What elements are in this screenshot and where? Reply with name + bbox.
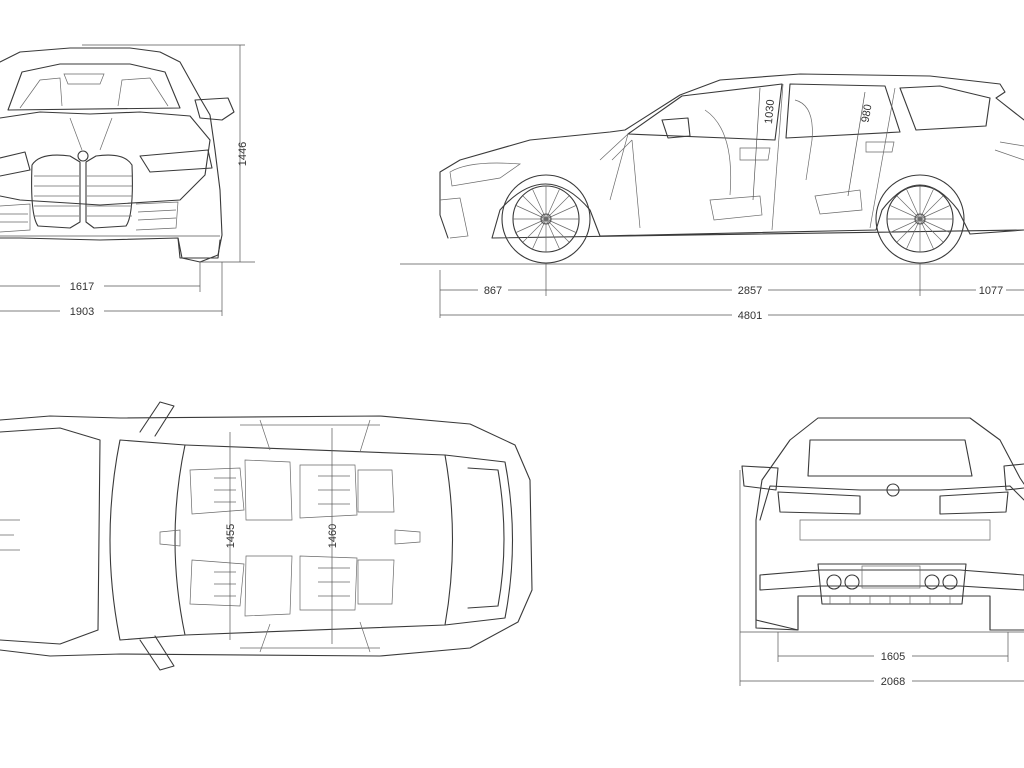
top-view [0,401,533,671]
side-view [400,73,1024,318]
length-label: 4801 [738,310,762,322]
height-label: 1446 [237,142,249,166]
front-track-label: 1617 [70,281,94,293]
front-wheel [501,174,591,264]
front-headroom-label: 1030 [763,99,777,124]
rear-view [739,417,1024,686]
rear-badge-icon [886,483,900,497]
front-badge-icon [77,150,89,162]
rear-shoulder-label: 1460 [327,524,339,548]
front-shoulder-label: 1455 [225,524,237,548]
mirror-width-label: 2068 [881,676,905,688]
rear-track-label: 1605 [881,651,905,663]
width-label: 1903 [70,306,94,318]
rear-headroom-label: 980 [860,103,875,123]
front-overhang-label: 867 [484,285,502,297]
front-view [0,44,255,316]
rear-wheel [875,174,965,264]
wheelbase-label: 2857 [738,285,762,297]
rear-overhang-label: 1077 [979,285,1003,297]
